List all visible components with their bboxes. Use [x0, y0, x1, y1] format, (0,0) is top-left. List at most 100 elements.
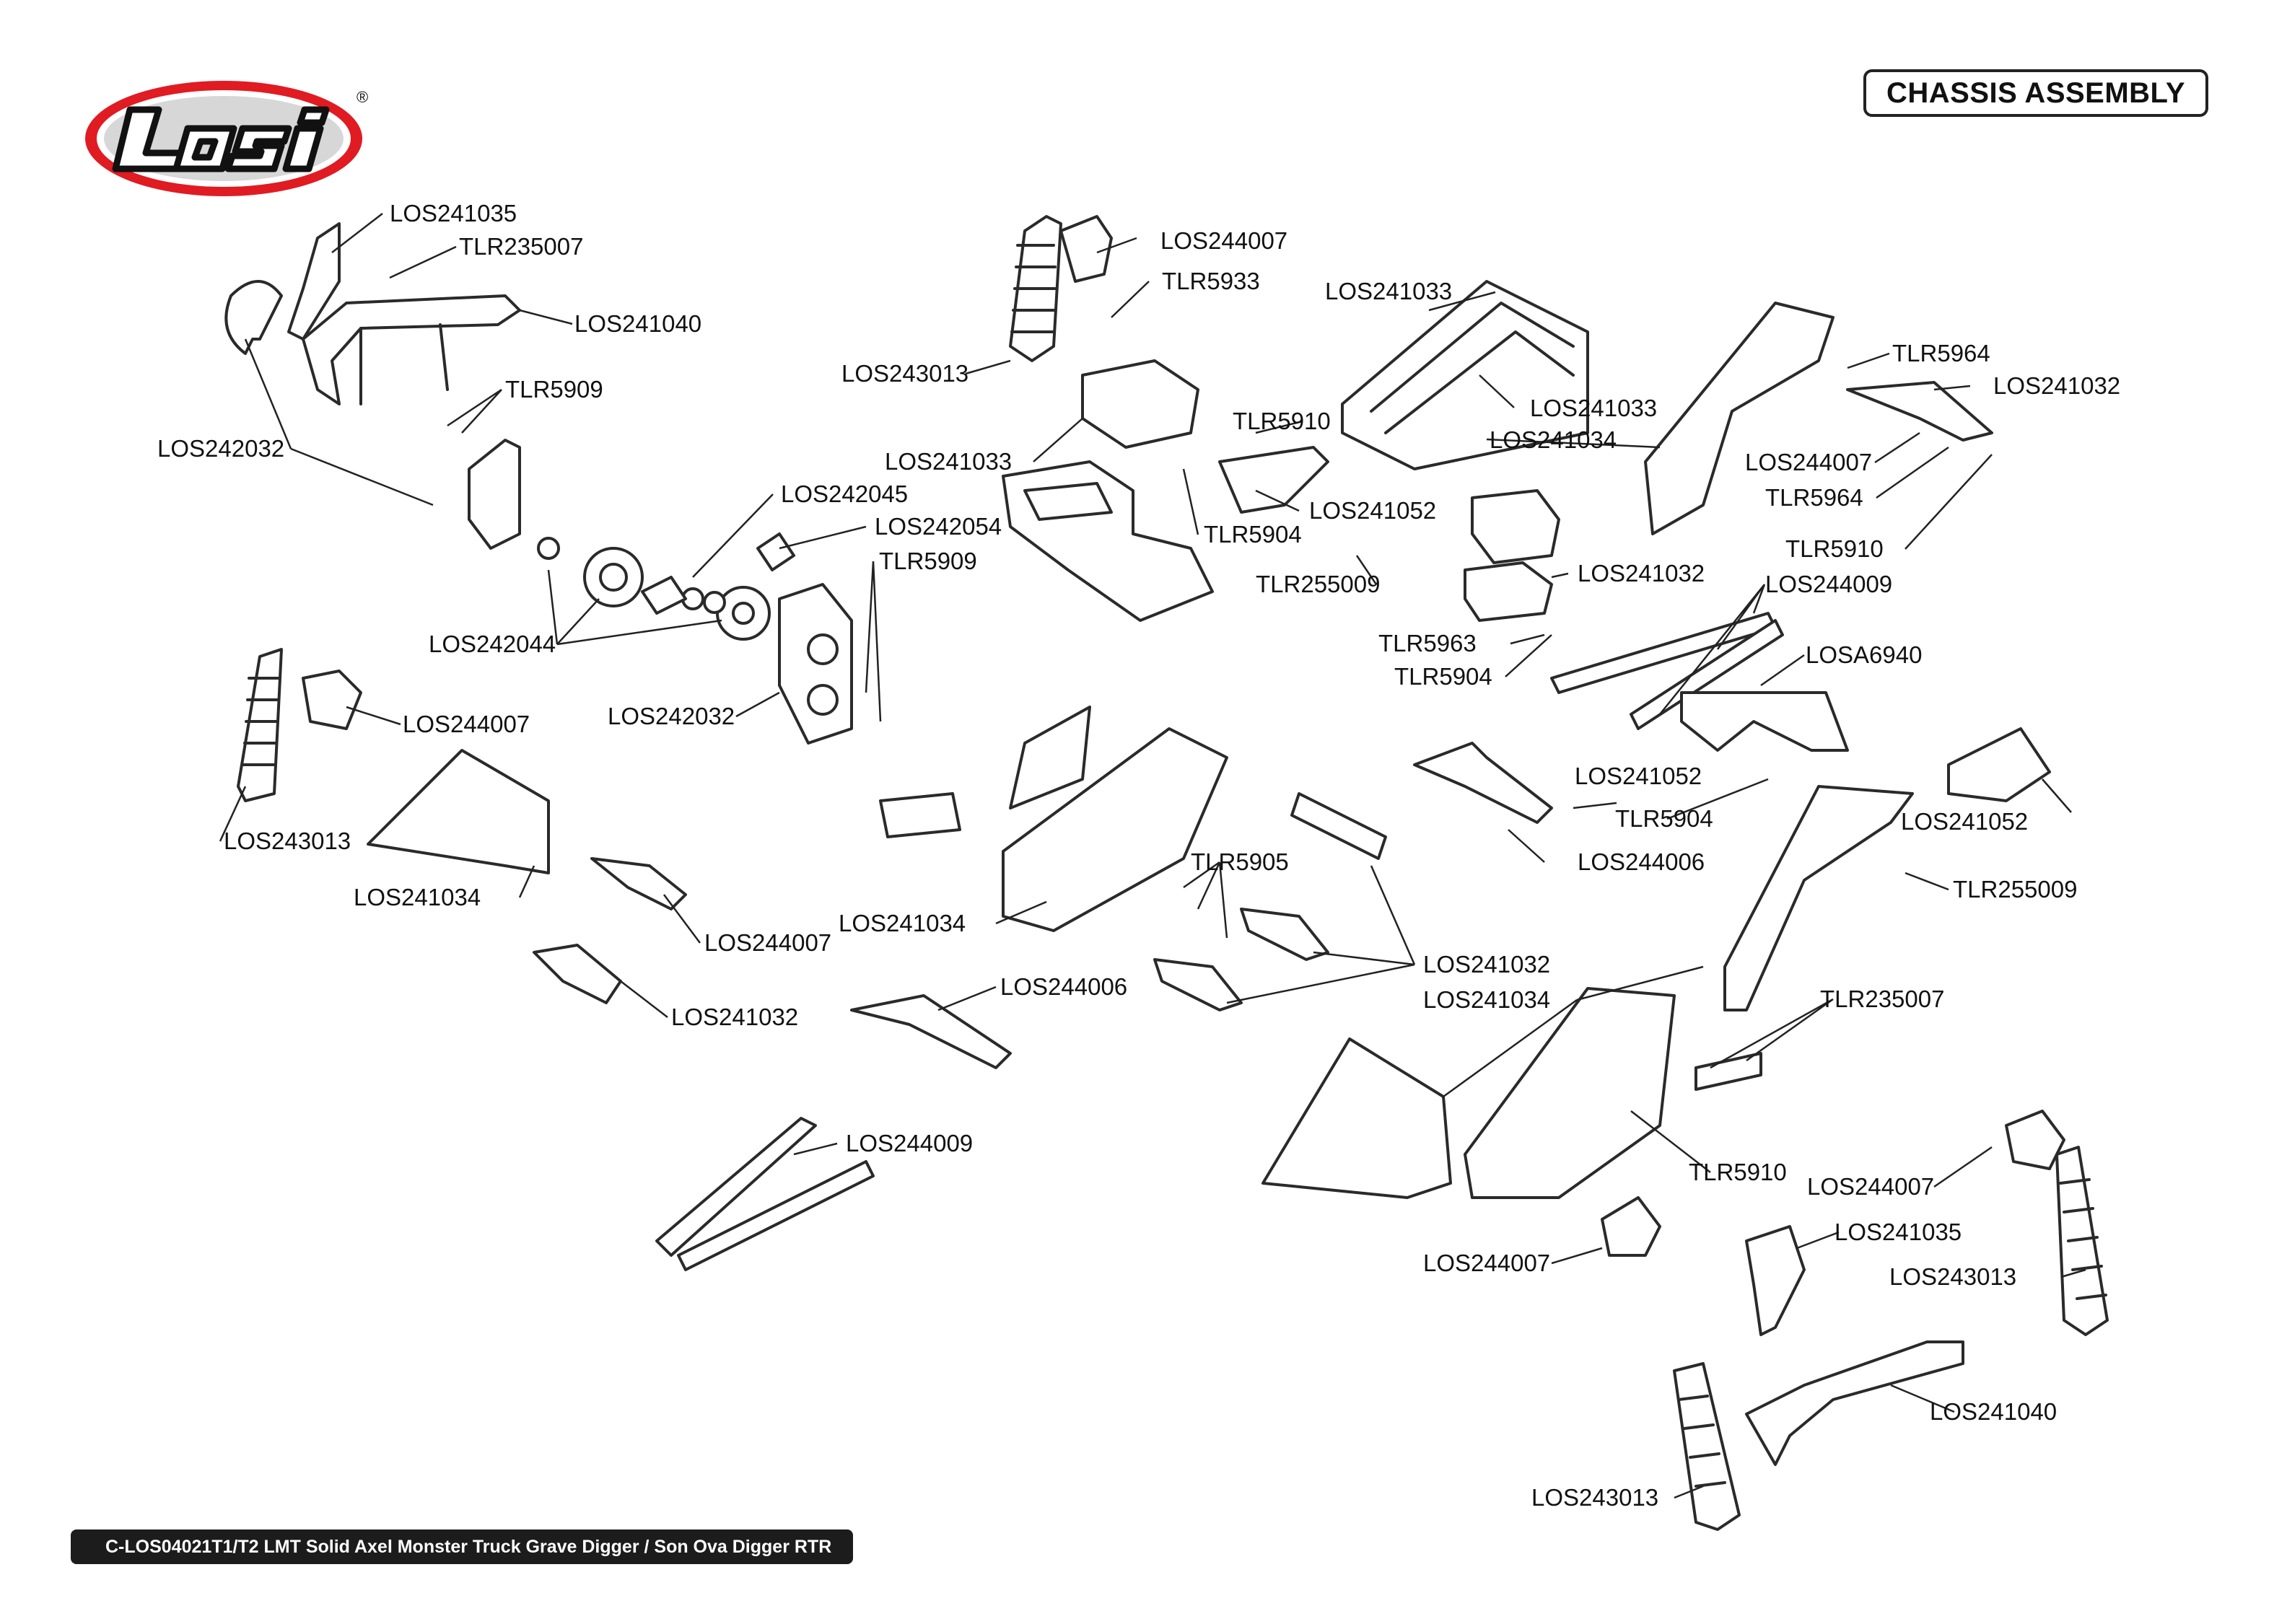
callout-los244007-f: LOS244007 — [1423, 1250, 1551, 1276]
callout-tlr5909-b: TLR5909 — [879, 548, 977, 574]
footer-product-bar: C-LOS04021T1/T2 LMT Solid Axel Monster T… — [71, 1529, 853, 1564]
callout-los241040-a: LOS241040 — [574, 310, 702, 337]
callout-tlr5909-a: TLR5909 — [505, 376, 603, 403]
callout-los241034-a: LOS241034 — [1490, 426, 1617, 453]
mount-bracket-lower — [1601, 1196, 1661, 1257]
link-center-1 — [1240, 908, 1329, 961]
callout-los241032-d: LOS241032 — [1423, 951, 1551, 978]
callout-los244006-a: LOS244006 — [1000, 973, 1128, 1000]
callout-tlr5904-a: TLR5904 — [1204, 521, 1302, 548]
svg-text:®: ® — [357, 88, 368, 106]
chassis-frame-lower-left — [1261, 1037, 1452, 1199]
callout-los241035-a: LOS241035 — [390, 200, 517, 227]
shock-left — [237, 648, 283, 802]
callout-los241033-b: LOS241033 — [1530, 395, 1658, 421]
side-plate-upper-right — [1644, 302, 1834, 535]
callout-los242045: LOS242045 — [781, 480, 909, 507]
callout-tlr5964-b: TLR5964 — [1765, 484, 1863, 511]
callout-los243013-a: LOS243013 — [841, 360, 969, 387]
callout-tlr5905: TLR5905 — [1191, 848, 1289, 875]
callout-los242032-a: LOS242032 — [157, 435, 285, 462]
callout-los241052-a: LOS241052 — [1309, 497, 1437, 524]
callout-los242054: LOS242054 — [875, 513, 1002, 540]
body-shell-part — [224, 280, 283, 355]
callout-los243013-d: LOS243013 — [1531, 1484, 1659, 1511]
losi-logo: ® — [85, 81, 368, 196]
callout-los244007-d: LOS244007 — [704, 929, 832, 956]
callout-tlr5910-c: TLR5910 — [1689, 1159, 1787, 1185]
callout-los244007-c: LOS244007 — [403, 711, 530, 737]
callout-los242032-b: LOS242032 — [608, 703, 735, 729]
shock-mount-left — [302, 670, 362, 730]
link-mount-upper-right — [1846, 381, 1993, 442]
callout-los241052-c: LOS241052 — [1901, 808, 2029, 835]
shock-mount-lower-right — [2005, 1110, 2065, 1170]
callout-los244009-b: LOS244009 — [846, 1130, 974, 1156]
callout-los244007-e: LOS244007 — [1807, 1173, 1935, 1200]
callout-los241033-a: LOS241033 — [1325, 278, 1453, 304]
battery-tray-part — [1002, 460, 1214, 622]
gear-cover-part — [468, 439, 521, 550]
callout-tlr5964-a: TLR5964 — [1892, 340, 1990, 367]
roll-cage-bar-part — [302, 294, 521, 405]
esc-box-part — [1471, 489, 1560, 564]
callout-los241052-b: LOS241052 — [1575, 763, 1702, 789]
shock-lower-center — [1673, 1362, 1741, 1531]
callout-tlr5910-a: TLR5910 — [1233, 408, 1331, 434]
callout-losa6940: LOSA6940 — [1806, 641, 1923, 668]
callout-los244007-b: LOS244007 — [1745, 449, 1873, 475]
mount-bracket-part — [287, 222, 341, 341]
bolts-group — [1694, 1052, 1762, 1091]
chassis-frame-lower-mid — [1464, 987, 1676, 1199]
callout-los241033-c: LOS241033 — [885, 448, 1013, 475]
mount-plate-right — [1947, 727, 2051, 802]
link-bracket-left — [590, 857, 687, 910]
callout-tlr5910-b: TLR5910 — [1785, 535, 1884, 562]
callout-los241034-b: LOS241034 — [354, 884, 481, 910]
rod-end-link — [850, 994, 1012, 1069]
shock-mount-part — [1059, 215, 1113, 283]
callout-tlr5963: TLR5963 — [1378, 630, 1477, 657]
long-link-lower-left — [655, 1117, 817, 1257]
callout-los244007-a: LOS244007 — [1160, 227, 1288, 254]
upper-link-center-right — [1290, 792, 1387, 860]
callout-tlr5904-b: TLR5904 — [1394, 663, 1492, 690]
callout-los241032-b: LOS241032 — [1993, 372, 2121, 399]
callout-los243013-c: LOS243013 — [1889, 1263, 2017, 1290]
shock-lower-right — [2055, 1146, 2109, 1336]
servo-mount-part — [1218, 446, 1329, 514]
tape-sheet-part — [1009, 706, 1091, 809]
link-left-lower — [533, 944, 622, 1004]
pinion-gear-part — [756, 532, 795, 571]
receiver-box-part — [1081, 359, 1199, 449]
callout-tlr5904-c: TLR5904 — [1615, 805, 1713, 832]
chassis-plate-right — [1723, 785, 1914, 1011]
link-center-2 — [1153, 958, 1243, 1011]
callout-los241040-b: LOS241040 — [1930, 1398, 2057, 1425]
wire-guard-part — [879, 792, 961, 838]
roll-cage-bar-lower — [1745, 1340, 1964, 1466]
callout-tlr255009-b: TLR255009 — [1953, 876, 2078, 903]
callout-los242044: LOS242044 — [429, 631, 556, 657]
callout-los241032-c: LOS241032 — [671, 1004, 799, 1030]
side-plate-left — [367, 749, 550, 874]
esc-tray-part — [1464, 561, 1553, 622]
callout-los244006-b: LOS244006 — [1578, 848, 1705, 875]
callout-tlr235007-b: TLR235007 — [1820, 986, 1945, 1012]
page-title: CHASSIS ASSEMBLY — [1863, 69, 2208, 117]
center-plate-part — [1002, 727, 1228, 932]
callout-los241035-b: LOS241035 — [1834, 1219, 1962, 1245]
callout-tlr255009-a: TLR255009 — [1256, 571, 1381, 597]
axle-link-right — [1413, 742, 1553, 824]
pivot-part — [1680, 691, 1849, 752]
callout-tlr5933: TLR5933 — [1162, 268, 1260, 294]
callout-los241034-c: LOS241034 — [839, 910, 966, 936]
callout-los241034-d: LOS241034 — [1423, 986, 1551, 1013]
callout-tlr235007-a: TLR235007 — [459, 233, 584, 260]
gearbox-housing-part — [778, 583, 853, 745]
callout-los241032-a: LOS241032 — [1578, 560, 1705, 587]
hub-part — [641, 576, 687, 615]
callout-los243013-b: LOS243013 — [224, 828, 351, 854]
